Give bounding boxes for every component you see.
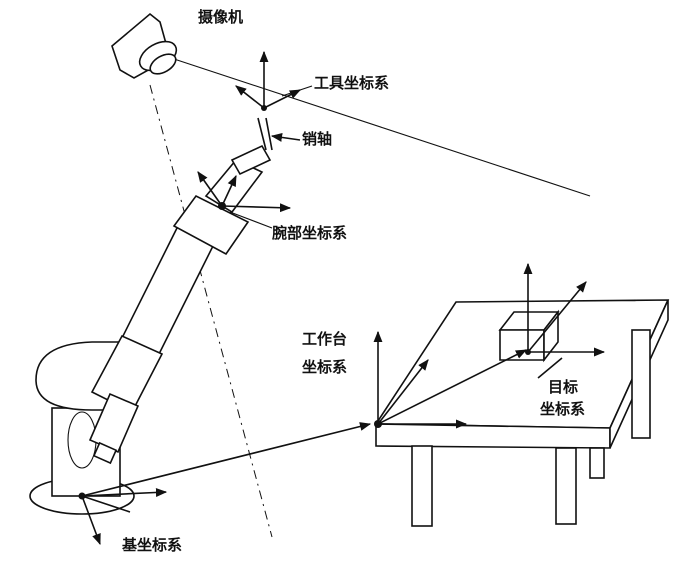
tool-frame-axes (235, 50, 302, 111)
worktable-to-target-vector (377, 349, 528, 425)
tool-frame-leader (281, 85, 313, 97)
camera-view-line-dashed (149, 84, 273, 538)
tool-frame-label: 工具坐标系 (314, 74, 389, 92)
tool-frame-origin (261, 105, 267, 111)
camera-body (111, 12, 178, 79)
base-frame-axes (78, 422, 372, 546)
worktable-front-edge (375, 423, 611, 449)
worktable-frame-label-line1: 工作台 (302, 330, 347, 348)
target-frame-origin (525, 349, 531, 355)
tool-frame-y-axis (235, 85, 265, 109)
base-to-worktable-vector (81, 422, 372, 497)
worktable-frame-axes (373, 330, 528, 429)
wrist-frame-z-axis (197, 171, 223, 207)
camera-view-lines (149, 56, 591, 538)
camera-view-line-right (167, 56, 591, 197)
target-frame-label-line1: 目标 (548, 378, 578, 396)
worktable-frame-y-axis (377, 359, 429, 425)
wrist-frame-y-axis (221, 174, 237, 207)
target-block-side (543, 309, 559, 363)
target-frame-y-axis (527, 281, 587, 353)
worktable-leg-front-right (555, 447, 577, 525)
base-frame-tick (81, 495, 131, 513)
wrist-frame-origin (218, 202, 226, 210)
target-frame-axes (523, 262, 606, 357)
worktable-leg-back-right (631, 329, 651, 439)
wrist-frame-leader (229, 211, 273, 229)
robot-arm (88, 117, 273, 465)
target-frame-label-line2: 坐标系 (540, 400, 585, 418)
pin-axis-rod-edge (265, 117, 273, 151)
pin-axis-rod (257, 117, 267, 151)
wrist-housing (172, 194, 250, 256)
camera-label: 摄像机 (198, 8, 243, 26)
base-frame-label: 基坐标系 (121, 536, 182, 554)
worktable-frame-origin (374, 420, 382, 428)
target-frame-leader (537, 357, 563, 379)
forearm-end (92, 441, 118, 465)
worktable (374, 299, 670, 527)
worktable-frame-label-line2: 坐标系 (302, 358, 347, 376)
label-leaders (229, 85, 563, 379)
wrist-frame-axes (197, 171, 292, 213)
pin-axis-label: 销轴 (302, 130, 332, 148)
worktable-leg-front-left (411, 445, 433, 527)
pin-axis-leader (270, 132, 301, 142)
tool-frame-x-axis (263, 89, 302, 109)
worktable-leg-back-mid (589, 447, 605, 479)
wrist-frame-x-axis (221, 203, 292, 213)
gripper-jaw (230, 144, 272, 176)
base-frame-y-axis (81, 495, 101, 546)
camera-lens (149, 53, 177, 75)
base-frame-x-axis (81, 488, 168, 497)
base-frame-origin (78, 492, 86, 500)
target-block-front (499, 329, 545, 361)
wrist-frame-label: 腕部坐标系 (272, 224, 347, 242)
